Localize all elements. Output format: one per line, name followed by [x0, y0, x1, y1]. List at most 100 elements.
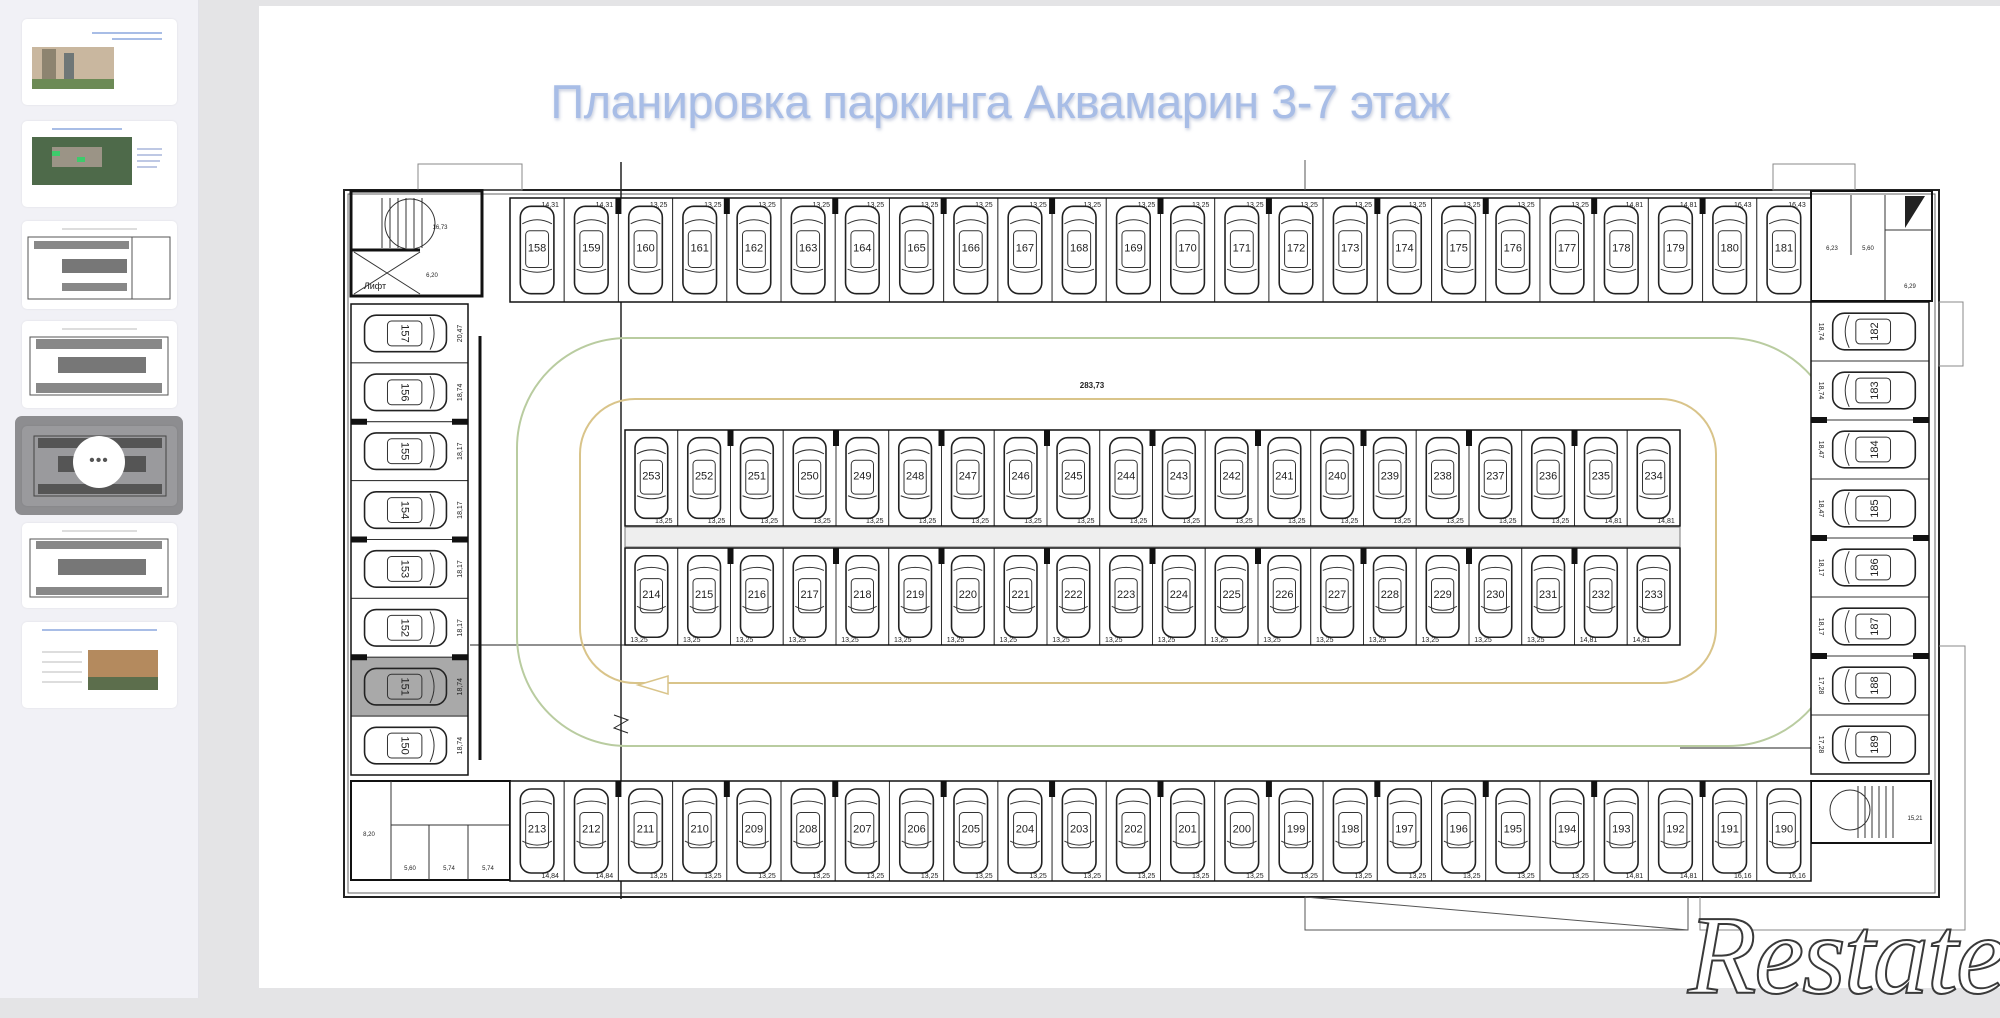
car-rear-window — [1269, 566, 1299, 571]
balcony-outline — [1772, 163, 1856, 191]
car-roof — [1771, 812, 1796, 849]
spot-area-label: 13,25 — [1077, 518, 1095, 525]
car-windshield — [1480, 605, 1510, 611]
column-pillar — [1265, 198, 1272, 214]
column-pillar — [1044, 548, 1050, 564]
parking-spot-outline — [624, 547, 679, 646]
parking-spot-outline — [780, 197, 836, 303]
slide-thumbnail-6[interactable] — [22, 523, 177, 608]
car-windshield — [1375, 449, 1405, 455]
car-rear-window — [1497, 268, 1528, 273]
car-windshield — [793, 219, 824, 225]
spot-area-label: 13,25 — [1263, 637, 1281, 644]
car-icon — [897, 436, 933, 520]
car-windshield — [1064, 219, 1095, 225]
parking-spot-number: 229 — [1433, 589, 1451, 601]
car-roof — [386, 320, 423, 347]
car-rear-window — [522, 800, 553, 805]
car-roof — [692, 459, 716, 495]
parking-spot-number: 200 — [1233, 824, 1251, 836]
car-windshield — [1335, 219, 1366, 225]
spot-area-label: 13,25 — [1084, 873, 1102, 880]
spot-area-label: 13,25 — [708, 518, 726, 525]
car-icon — [844, 788, 880, 874]
slide-thumbnail-7[interactable] — [22, 622, 177, 708]
parking-spot-number: 155 — [399, 442, 411, 460]
slide-thumbnail-2[interactable] — [22, 121, 177, 207]
car-roof — [1717, 230, 1742, 268]
car-roof — [1642, 459, 1666, 495]
slide-thumbnail-4[interactable] — [22, 321, 177, 408]
car-roof — [1175, 230, 1200, 268]
car-windshield — [429, 434, 435, 468]
car-windshield — [1844, 432, 1850, 467]
car-windshield — [689, 605, 719, 611]
car-roof — [1121, 812, 1146, 849]
parking-spot-number: 173 — [1341, 243, 1359, 255]
car-roof — [1392, 230, 1417, 268]
car-roof — [525, 812, 550, 849]
column-pillar — [452, 536, 468, 543]
car-windshield — [847, 840, 878, 846]
spot-area-label: 16,16 — [1788, 873, 1806, 880]
more-options-button[interactable]: ••• — [73, 436, 125, 488]
spot-area-label: 13,25 — [1084, 202, 1102, 209]
slide-thumbnail-1[interactable] — [22, 19, 177, 105]
spot-area-label: 13,25 — [650, 202, 668, 209]
parking-spot-number: 175 — [1449, 243, 1467, 255]
parking-spot-number: 157 — [399, 324, 411, 342]
car-rear-window — [1269, 495, 1299, 500]
car-windshield — [1058, 605, 1088, 611]
column-pillar — [1049, 781, 1056, 797]
car-windshield — [429, 670, 435, 704]
spot-area-label: 18,74 — [1817, 323, 1824, 341]
parking-spot-number: 244 — [1117, 471, 1135, 483]
parking-spot-number: 179 — [1666, 243, 1684, 255]
car-windshield — [1552, 219, 1583, 225]
car-roof — [1114, 578, 1138, 614]
car-icon — [1214, 436, 1249, 520]
spot-area-label: 13,25 — [1158, 637, 1176, 644]
parking-spot-outline — [726, 780, 782, 882]
parking-spot-outline — [563, 780, 619, 882]
parking-spot-outline — [1051, 780, 1107, 882]
column-pillar — [1811, 417, 1827, 423]
slide-thumbnail-3[interactable] — [22, 221, 177, 309]
car-icon — [1386, 788, 1423, 874]
parking-spot-number: 160 — [636, 243, 654, 255]
spot-area-label: 13,25 — [788, 637, 806, 644]
car-icon — [363, 373, 448, 412]
spot-area-label: 17,28 — [1817, 677, 1824, 695]
car-rear-window — [1281, 268, 1312, 273]
car-icon — [897, 554, 933, 639]
car-icon — [1061, 788, 1097, 874]
car-icon — [1115, 788, 1152, 874]
parking-spot-outline — [1105, 197, 1161, 303]
car-icon — [1712, 205, 1748, 295]
car-icon — [1603, 788, 1639, 874]
car-rear-window — [1480, 495, 1510, 500]
car-rear-window — [1164, 495, 1194, 500]
spot-area-label: 13,25 — [1246, 873, 1264, 880]
spot-area-label: 13,25 — [1571, 202, 1589, 209]
car-rear-window — [630, 268, 661, 273]
car-roof — [903, 578, 927, 614]
car-icon — [363, 432, 448, 471]
car-rear-window — [636, 566, 666, 571]
car-windshield — [1443, 840, 1474, 846]
